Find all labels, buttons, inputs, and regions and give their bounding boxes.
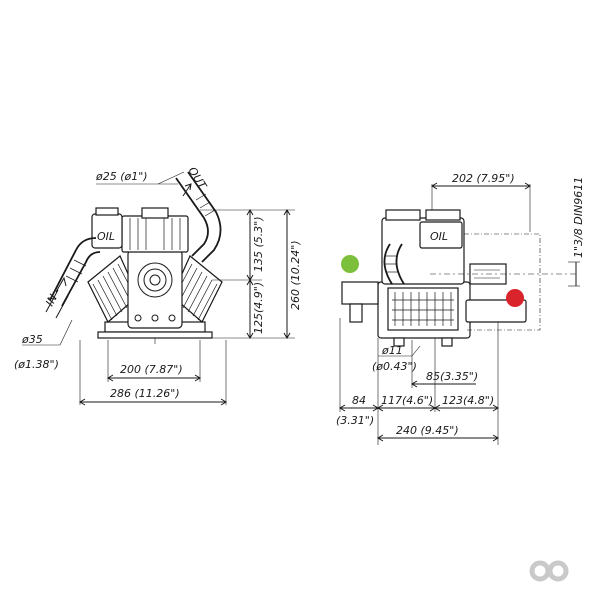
outlet-label: OUT: [185, 165, 209, 193]
dim-84-in: (3.31"): [336, 414, 374, 427]
front-valve-head: [121, 215, 189, 253]
outlet-arrow: [182, 183, 192, 197]
inlet-diameter-in: (ø1.38"): [14, 358, 59, 371]
bolt-diameter-in: (ø0.43"): [372, 360, 417, 373]
side-inlet-stub: [341, 281, 379, 305]
front-oil-label: OIL: [97, 230, 115, 243]
height-upper-dim: 135 (5.3"): [252, 216, 265, 272]
brand-logo: [529, 560, 569, 582]
inlet-arrow: [55, 276, 67, 293]
width-inner-dim: 200 (7.87"): [120, 363, 183, 376]
side-oil-reservoir: [419, 221, 463, 249]
height-total-dim: 260 (10.24"): [289, 240, 302, 310]
dim-84: 84: [352, 394, 366, 407]
width-total-dim: 286 (11.26"): [110, 387, 180, 400]
shaft-spec-dim: 1"3/8 DIN9611: [572, 177, 585, 258]
side-view: OIL 202 (7.95") 1": [336, 172, 585, 445]
dim-117: 117(4.6"): [381, 394, 433, 407]
outlet-diameter-dim: ø25 (ø1"): [95, 170, 148, 183]
green-marker: [341, 255, 359, 273]
front-view: OIL IN OUT ø25 (ø1") ø35 (ø1.: [14, 165, 302, 406]
dim-85: 85(3.35"): [426, 370, 478, 383]
dim-123: 123(4.8"): [442, 394, 494, 407]
inlet-diameter-mm: ø35: [21, 333, 43, 346]
side-oil-label: OIL: [430, 230, 448, 243]
inlet-pipe: [45, 237, 101, 319]
height-lower-dim: 125(4.9"): [252, 282, 265, 334]
inlet-label: IN: [43, 292, 60, 308]
outlet-pipe: [175, 171, 222, 263]
red-marker: [506, 289, 524, 307]
shaft-housing: [137, 262, 173, 298]
width-top-dim: 202 (7.95"): [452, 172, 515, 185]
bolt-diameter-mm: ø11: [381, 344, 403, 357]
dim-240: 240 (9.45"): [396, 424, 459, 437]
